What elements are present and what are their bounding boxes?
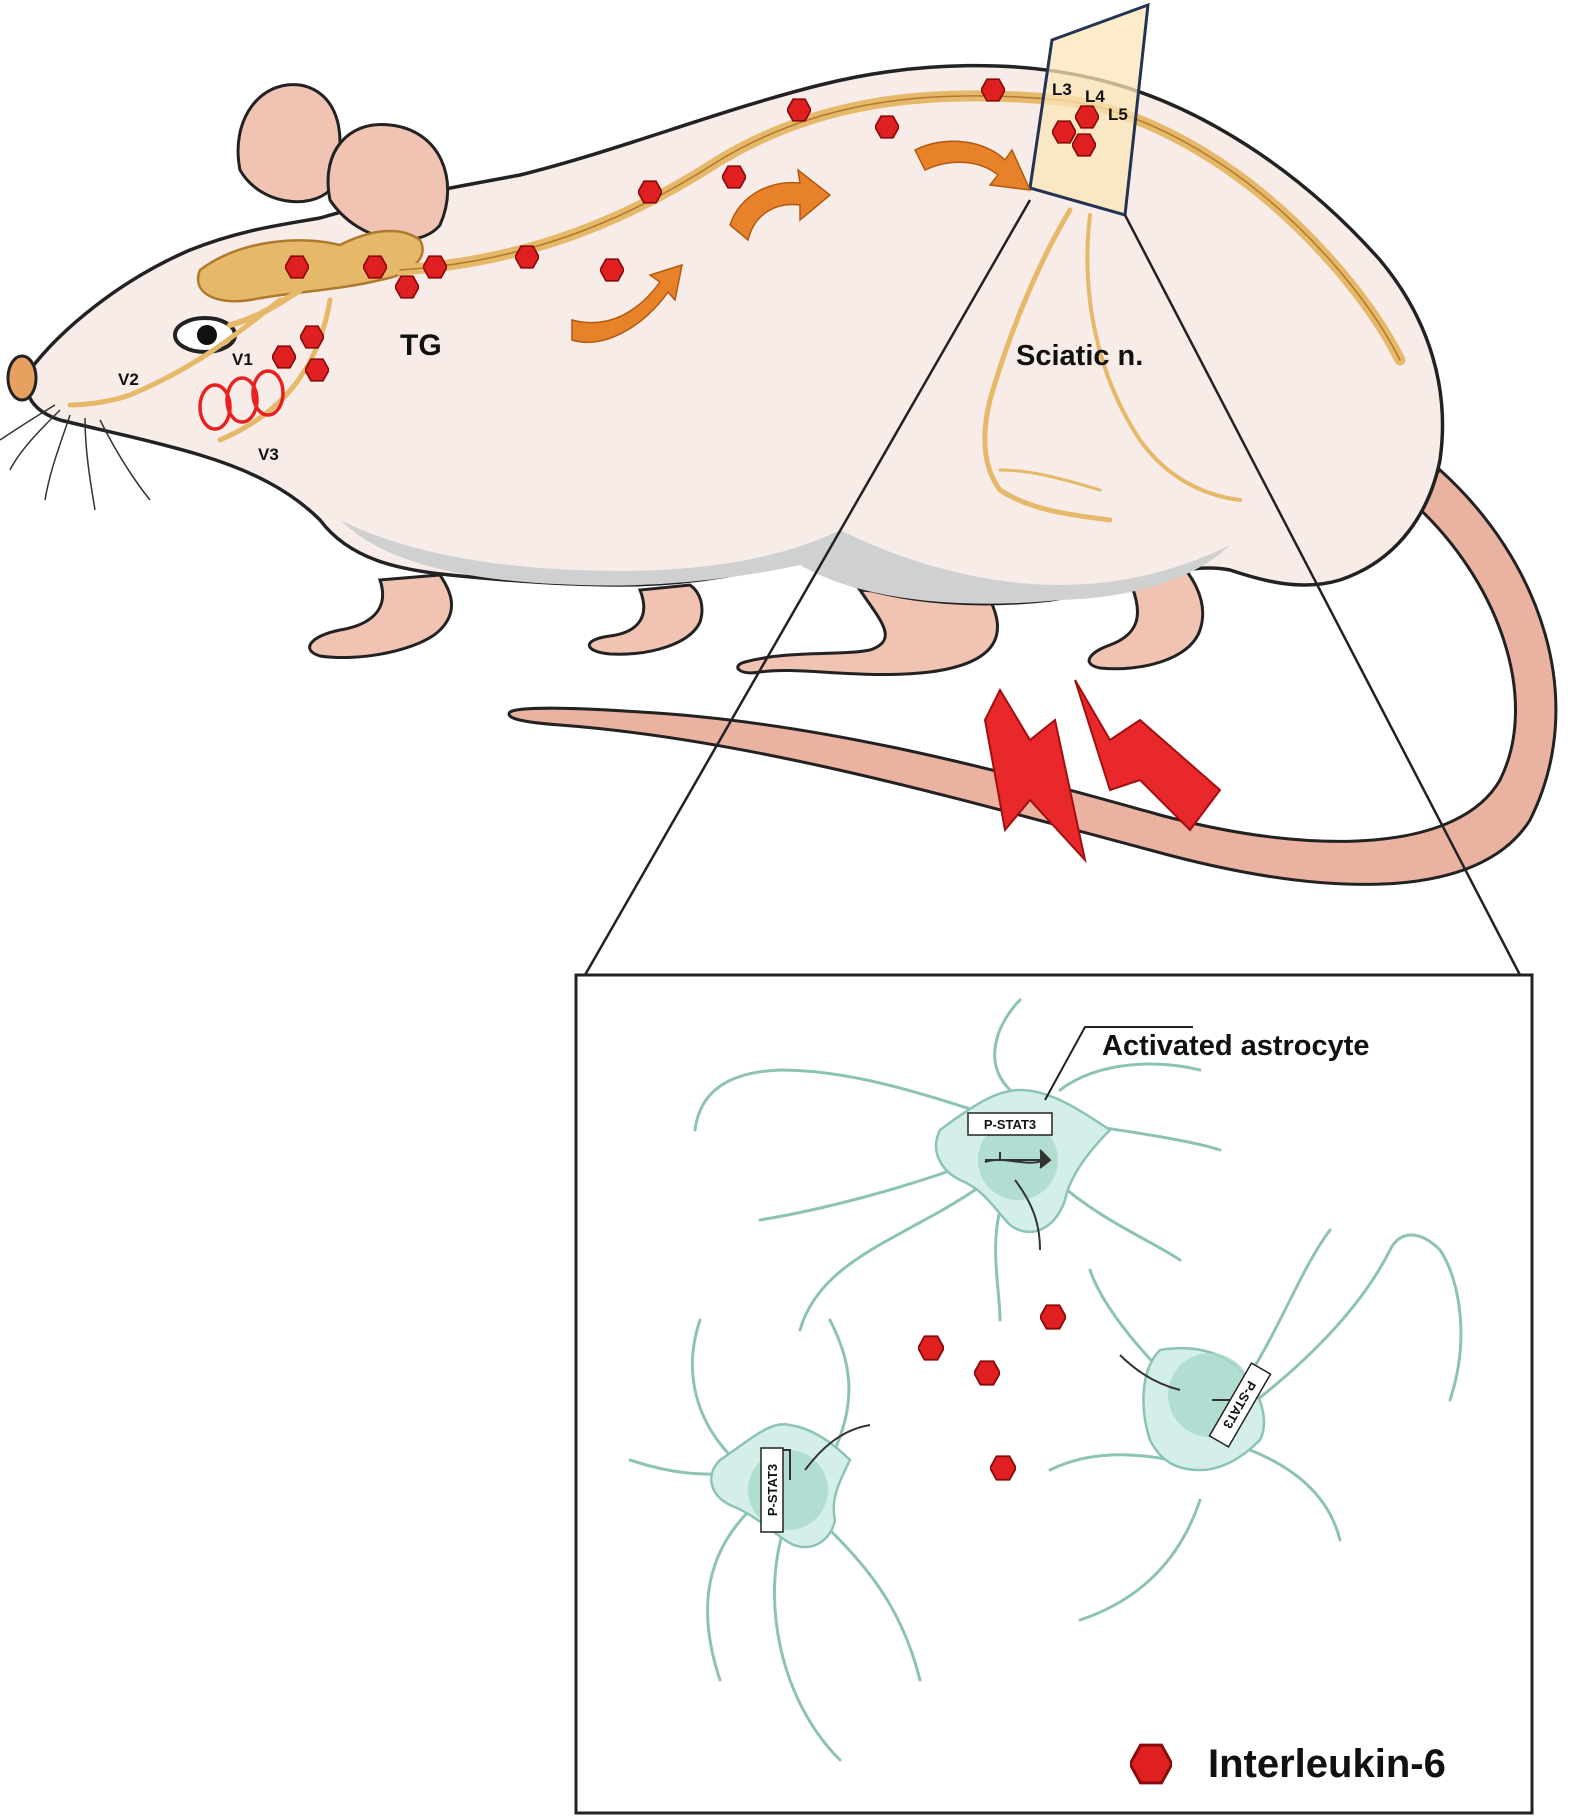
label-l5: L5	[1108, 105, 1128, 124]
pstat3-tag-left: P-STAT3	[760, 1447, 784, 1533]
pstat3-label-left: P-STAT3	[765, 1464, 780, 1516]
rat-ear-back	[236, 83, 342, 204]
rat-belly-shadow	[340, 520, 1230, 604]
v2-branch	[67, 297, 283, 408]
zoom-lines	[583, 199, 1522, 976]
trigeminal-pain-coil	[198, 369, 285, 431]
rat-nose	[6, 354, 38, 402]
label-sciatic: Sciatic n.	[1016, 340, 1143, 372]
label-activated-astrocyte: Activated astrocyte	[1102, 1030, 1370, 1062]
astrocyte-callout-line	[1044, 1026, 1193, 1101]
sciatic-nerve	[982, 207, 1113, 523]
legend-label-il6: Interleukin-6	[1208, 1742, 1446, 1786]
rat-hind-foot-right	[1087, 553, 1205, 671]
rat-front-foot-left	[308, 573, 454, 660]
curved-arrow-icon	[571, 263, 683, 343]
nerve-pathway	[67, 90, 1406, 523]
trigeminal-ganglion	[196, 229, 424, 303]
legend: Interleukin-6	[1130, 1742, 1446, 1786]
rat-hind-foot-left	[736, 588, 999, 677]
curved-arrow-icon	[729, 168, 832, 242]
lightning-bolt-icon	[983, 687, 1087, 864]
astrocyte-left-nucleus	[748, 1450, 828, 1530]
label-v1: V1	[232, 350, 253, 369]
pstat3-tag-top: P-STAT3	[967, 1112, 1053, 1136]
spread-arrows	[571, 140, 1032, 343]
red-hexagon-icon	[1130, 1743, 1172, 1785]
label-v3: V3	[258, 445, 279, 464]
lightning-bolt-icon	[1074, 679, 1222, 832]
rat-front-foot-right	[587, 583, 704, 656]
label-l4: L4	[1085, 87, 1105, 106]
injury-lightning	[983, 679, 1222, 864]
v3-branch	[217, 297, 333, 443]
rat-pupil	[197, 325, 217, 345]
curved-arrow-icon	[913, 140, 1032, 191]
label-v2: V2	[118, 370, 139, 389]
pstat3-label-top: P-STAT3	[984, 1117, 1036, 1132]
label-l3: L3	[1052, 80, 1072, 99]
signal-arrows	[804, 1179, 1181, 1471]
label-tg: TG	[400, 329, 442, 362]
rat-whiskers	[0, 404, 151, 511]
